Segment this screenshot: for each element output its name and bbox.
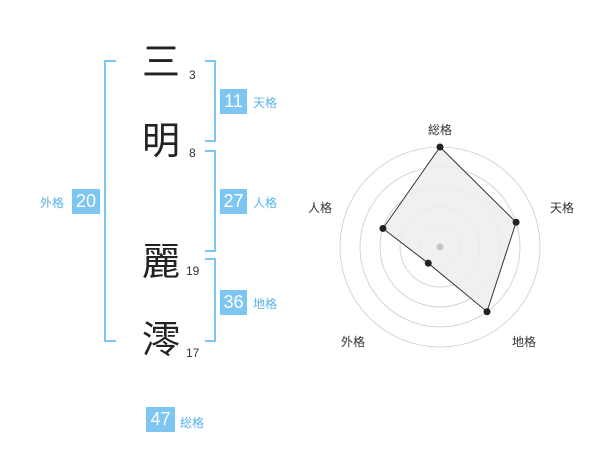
- axis-label-gaikaku: 外格: [341, 334, 365, 349]
- tenkaku-bracket: [205, 60, 216, 142]
- gaikaku-label: 外格: [40, 196, 65, 210]
- radar-point-4: [424, 259, 432, 267]
- name-char-3: 麗: [141, 240, 180, 284]
- tenkaku-badge: 11: [220, 89, 247, 114]
- gaikaku-bracket: [104, 60, 116, 342]
- radar-point-3: [483, 308, 491, 316]
- radar-center-dot: [436, 243, 444, 251]
- axis-label-soukaku: 総格: [428, 122, 452, 137]
- stroke-count-2: 8: [189, 146, 196, 160]
- chikaku-label: 地格: [253, 297, 278, 311]
- axis-label-tenkaku: 天格: [550, 200, 574, 215]
- stroke-count-3: 19: [186, 264, 200, 278]
- axis-label-chikaku: 地格: [512, 334, 536, 349]
- soukaku-badge: 47: [146, 407, 175, 432]
- name-char-2: 明: [141, 119, 180, 163]
- chikaku-bracket: [205, 258, 216, 342]
- radar-point-2: [512, 218, 520, 226]
- gaikaku-badge: 20: [72, 189, 100, 214]
- soukaku-label: 総格: [180, 416, 205, 430]
- jinkaku-bracket: [205, 150, 216, 252]
- chikaku-badge: 36: [220, 290, 247, 315]
- fortune-radar-chart: 総格 天格 地格 外格 人格: [308, 122, 574, 349]
- name-char-1: 三: [141, 40, 180, 84]
- tenkaku-label: 天格: [253, 96, 278, 110]
- radar-point-1: [436, 143, 444, 151]
- jinkaku-badge: 27: [220, 189, 247, 214]
- jinkaku-label: 人格: [253, 196, 278, 210]
- stroke-count-4: 17: [186, 346, 200, 360]
- radar-polygon: [382, 146, 517, 313]
- stroke-count-1: 3: [189, 68, 196, 82]
- name-char-4: 澪: [141, 318, 180, 362]
- radar-point-5: [379, 224, 387, 232]
- axis-label-jinkaku: 人格: [308, 200, 332, 215]
